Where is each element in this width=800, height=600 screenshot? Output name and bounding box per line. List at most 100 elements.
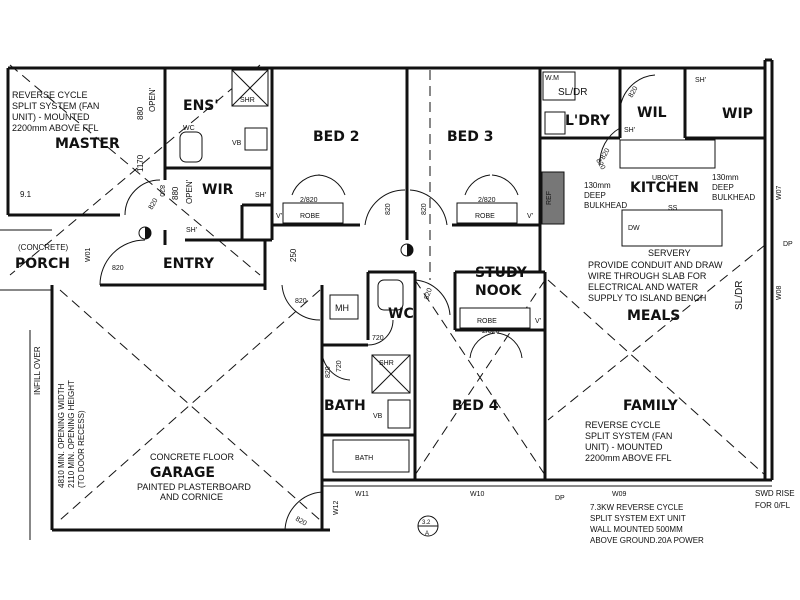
room-entry: ENTRY (163, 256, 215, 272)
entry-door-swing (99, 239, 146, 286)
robe-label-2: ROBE (475, 213, 495, 220)
study-robe-door-left (469, 332, 496, 359)
ensuite-toilet (179, 131, 203, 163)
room-garage: GARAGE (150, 465, 215, 481)
bath-vanity-basin (387, 399, 411, 429)
bed3-robe (456, 202, 518, 224)
laundry-trough (544, 111, 566, 135)
robe-label-3: ROBE (477, 318, 497, 325)
dim-880-a: 880 (136, 106, 145, 120)
bed3-robe-door-left (464, 174, 491, 196)
window-labels: W01 W07 W08 W09 W10 W11 W12 (85, 186, 783, 516)
dim-1170: 1170 (136, 154, 145, 172)
window-w12: W12 (333, 501, 340, 516)
window-w08: W08 (776, 286, 783, 301)
bed4-door-swing (414, 279, 451, 316)
wc-toilet (377, 279, 404, 311)
dim-250: 250 (289, 248, 298, 262)
room-wc: WC (388, 306, 414, 322)
dim-880-b: 880 (171, 186, 180, 200)
room-wil: WIL (637, 105, 667, 121)
door-label-15: 820 (294, 516, 308, 528)
dp-label-1: DP (783, 241, 793, 248)
bed2-robe-door-left (291, 174, 321, 196)
garage-opening-note: 4810 MIN. OPENING WIDTH 2110 MIN. OPENIN… (57, 378, 86, 488)
washing-machine (542, 71, 576, 101)
v-label-3: V' (535, 318, 541, 325)
window-w09: W09 (612, 491, 627, 498)
study-robe-door-right (496, 332, 523, 359)
shr-label-1: SHR (240, 97, 255, 104)
room-ensuite: ENS' (183, 98, 219, 114)
door-label-11: 720 (372, 335, 384, 342)
dim-open-a: OPEN' (148, 87, 157, 112)
kitchen-bulkhead-right: 130mm DEEP BULKHEAD (712, 173, 755, 202)
room-nook: NOOK (475, 283, 523, 299)
walls (6, 58, 774, 532)
door-label-1: 820 (148, 197, 160, 211)
room-laundry: L'DRY (565, 113, 611, 129)
study-robe (459, 307, 531, 329)
kitchen-bench (619, 139, 716, 169)
sldr-label-1: SL/DR (558, 87, 587, 98)
shr-label-2: SHR (379, 360, 394, 367)
garage-finish-note: PAINTED PLASTERBOARD AND CORNICE (137, 482, 253, 502)
section-letter: A (425, 531, 429, 537)
door-label-4: 2/820 (478, 197, 496, 204)
v-label-1: V' (276, 213, 282, 220)
door-label-16: 820 (158, 185, 165, 197)
garage-floor-note: CONCRETE FLOOR (150, 452, 235, 462)
wc-door-swing (367, 319, 394, 346)
dw-label: DW (628, 225, 640, 232)
vb-label-1: VB (232, 140, 242, 147)
infill-note: INFILL OVER (33, 346, 42, 395)
door-label-3: 2/820 (300, 197, 318, 204)
porch-concrete-note: (CONCRETE) (18, 243, 69, 252)
manhole (329, 294, 359, 320)
room-study: STUDY (475, 265, 528, 281)
wil-door-swing (619, 74, 656, 111)
room-bed4: BED 4 (452, 398, 499, 414)
roof-hip-lines (9, 64, 766, 521)
window-w11: W11 (355, 491, 369, 498)
garage-door-swing (281, 284, 321, 321)
room-wir: WIR (202, 182, 234, 198)
door-label-5: 820 (385, 203, 392, 215)
door-label-8: 820 (112, 265, 124, 272)
swd-note: SWD RISE FOR 0/FL (755, 489, 797, 510)
room-labels: MASTER ENS' WIR BED 2 BED 3 L'DRY WIL WI… (15, 98, 753, 481)
bed2-robe-door-right (317, 174, 346, 196)
door-label-9: 820 (295, 298, 307, 305)
room-bed3: BED 3 (447, 129, 493, 145)
window-w07: W07 (776, 186, 783, 201)
bed2-door-swing (364, 189, 406, 226)
room-bath: BATH (324, 398, 366, 414)
mh-label: MH (335, 303, 349, 313)
dim-open-b: OPEN' (185, 179, 194, 204)
vb-label-2: VB (373, 413, 383, 420)
sldr-label-2: SL/DR (734, 281, 745, 310)
island-conduit-note: PROVIDE CONDUIT AND DRAW WIRE THROUGH SL… (588, 260, 725, 303)
sh-label-4: SH' (695, 77, 706, 84)
notes: REVERSE CYCLE SPLIT SYSTEM (FAN UNIT) - … (12, 87, 797, 545)
kitchen-bulkhead-left: 130mm DEEP BULKHEAD (584, 181, 627, 210)
ext-unit-note: 7.3KW REVERSE CYCLE SPLIT SYSTEM EXT UNI… (590, 503, 704, 545)
robe-label-1: ROBE (300, 213, 320, 220)
sh-label-1: SH' (255, 192, 266, 199)
fridge-recess (541, 171, 565, 225)
bathtub (332, 439, 410, 473)
door-label-7: 820 (628, 85, 640, 99)
garage-side-door-swing (284, 491, 323, 531)
master-ac-note: REVERSE CYCLE SPLIT SYSTEM (FAN UNIT) - … (12, 90, 102, 133)
bathtub-label: BATH (355, 455, 373, 462)
door-label-12: 720 (336, 360, 343, 372)
dp-label-2: DP (555, 495, 565, 502)
bed2-robe (282, 202, 344, 224)
door-label-17: 820 (594, 158, 606, 172)
door-label-14: 2/820 (482, 328, 500, 335)
room-kitchen: KITCHEN (630, 180, 699, 196)
bed3-door-swing (409, 189, 448, 226)
ensuite-vanity-basin (244, 127, 268, 151)
family-ac-note: REVERSE CYCLE SPLIT SYSTEM (FAN UNIT) - … (585, 420, 675, 463)
